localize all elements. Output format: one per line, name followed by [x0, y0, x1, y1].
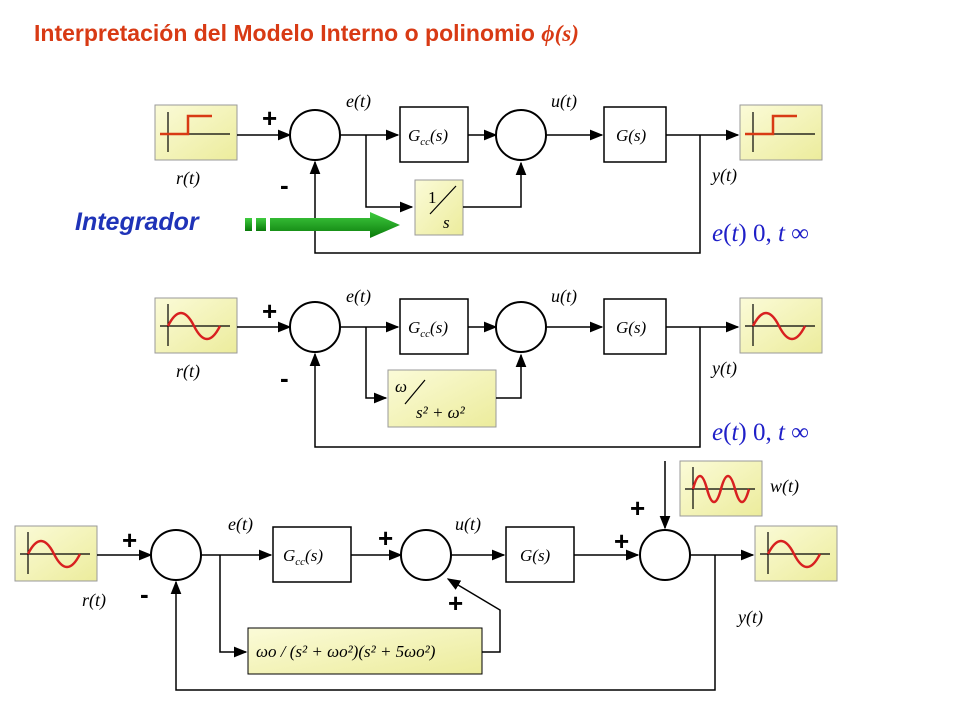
svg-text:1: 1: [428, 188, 437, 207]
summing-junction: [495, 301, 547, 353]
svg-text:Gcc(s): Gcc(s): [283, 546, 323, 568]
output-sine-plot: [754, 525, 838, 582]
reference-label: r(t): [82, 590, 106, 611]
summing-junction: [150, 529, 202, 581]
plant-block: G(s): [603, 298, 667, 355]
reference-sine-plot: [154, 297, 238, 354]
controller-block: Gcc(s): [272, 526, 352, 583]
output-sine-plot: [739, 297, 823, 354]
reference-sine-plot: [14, 525, 98, 582]
error-signal-label: e(t): [228, 514, 253, 535]
svg-text:G(s): G(s): [520, 546, 551, 565]
integrator-block: 1 s: [414, 179, 464, 236]
diagram-1: + - Gcc(s) G(s) 1 s: [75, 91, 823, 254]
output-step-plot: [739, 104, 823, 161]
error-signal-label: e(t): [346, 91, 371, 112]
plus-sign: +: [630, 493, 645, 523]
diagram-2: + - Gcc(s) G(s) ω s² + ω² e: [154, 286, 823, 448]
plus-sign: +: [262, 296, 277, 326]
controller-block: Gcc(s): [399, 106, 469, 163]
summing-junction: [495, 109, 547, 161]
integrator-label: Integrador: [75, 208, 200, 236]
svg-text:ωo / (s² + ωo²)(s² + 5ωo²): ωo / (s² + ωo²)(s² + 5ωo²): [256, 642, 436, 661]
page-title: Interpretación del Modelo Interno o poli…: [34, 20, 579, 46]
reference-step-plot: [154, 104, 238, 161]
disturbance-label: w(t): [770, 476, 799, 497]
error-limit-statement: e(t) 0, t ∞: [712, 220, 809, 247]
internal-model-block: ω s² + ω²: [387, 369, 497, 428]
minus-sign: -: [280, 363, 289, 393]
control-signal-label: u(t): [551, 286, 577, 307]
minus-sign: -: [280, 170, 289, 200]
plus-sign: +: [262, 103, 277, 133]
plus-sign: +: [614, 526, 629, 556]
plus-sign: +: [122, 525, 137, 555]
plus-sign: +: [378, 523, 393, 553]
error-limit-statement: e(t) 0, t ∞: [712, 419, 809, 446]
minus-sign: -: [140, 579, 149, 609]
disturbance-sine-plot: [679, 460, 763, 517]
error-signal-label: e(t): [346, 286, 371, 307]
reference-label: r(t): [176, 168, 200, 189]
summing-junction: [639, 529, 691, 581]
svg-text:Gcc(s): Gcc(s): [408, 126, 448, 148]
svg-text:ω: ω: [395, 377, 407, 396]
controller-block: Gcc(s): [399, 298, 469, 355]
summing-junction: [289, 109, 341, 161]
svg-text:G(s): G(s): [616, 318, 647, 337]
svg-text:s² + ω²: s² + ω²: [416, 403, 466, 422]
reference-label: r(t): [176, 361, 200, 382]
svg-text:Gcc(s): Gcc(s): [408, 318, 448, 340]
svg-text:G(s): G(s): [616, 126, 647, 145]
svg-text:s: s: [443, 213, 450, 232]
pointer-arrow: [245, 212, 400, 238]
summing-junction: [289, 301, 341, 353]
diagram-3: + - Gcc(s) + G(s) +: [14, 460, 838, 691]
control-signal-label: u(t): [455, 514, 481, 535]
internal-model-block: ωo / (s² + ωo²)(s² + 5ωo²): [247, 627, 483, 675]
plant-block: G(s): [603, 106, 667, 163]
phi-symbol: ϕ(s): [541, 21, 579, 46]
plant-block: G(s): [505, 526, 575, 583]
output-label: y(t): [736, 607, 763, 628]
output-label: y(t): [710, 358, 737, 379]
control-signal-label: u(t): [551, 91, 577, 112]
output-label: y(t): [710, 165, 737, 186]
plus-sign: +: [448, 588, 463, 618]
summing-junction: [400, 529, 452, 581]
